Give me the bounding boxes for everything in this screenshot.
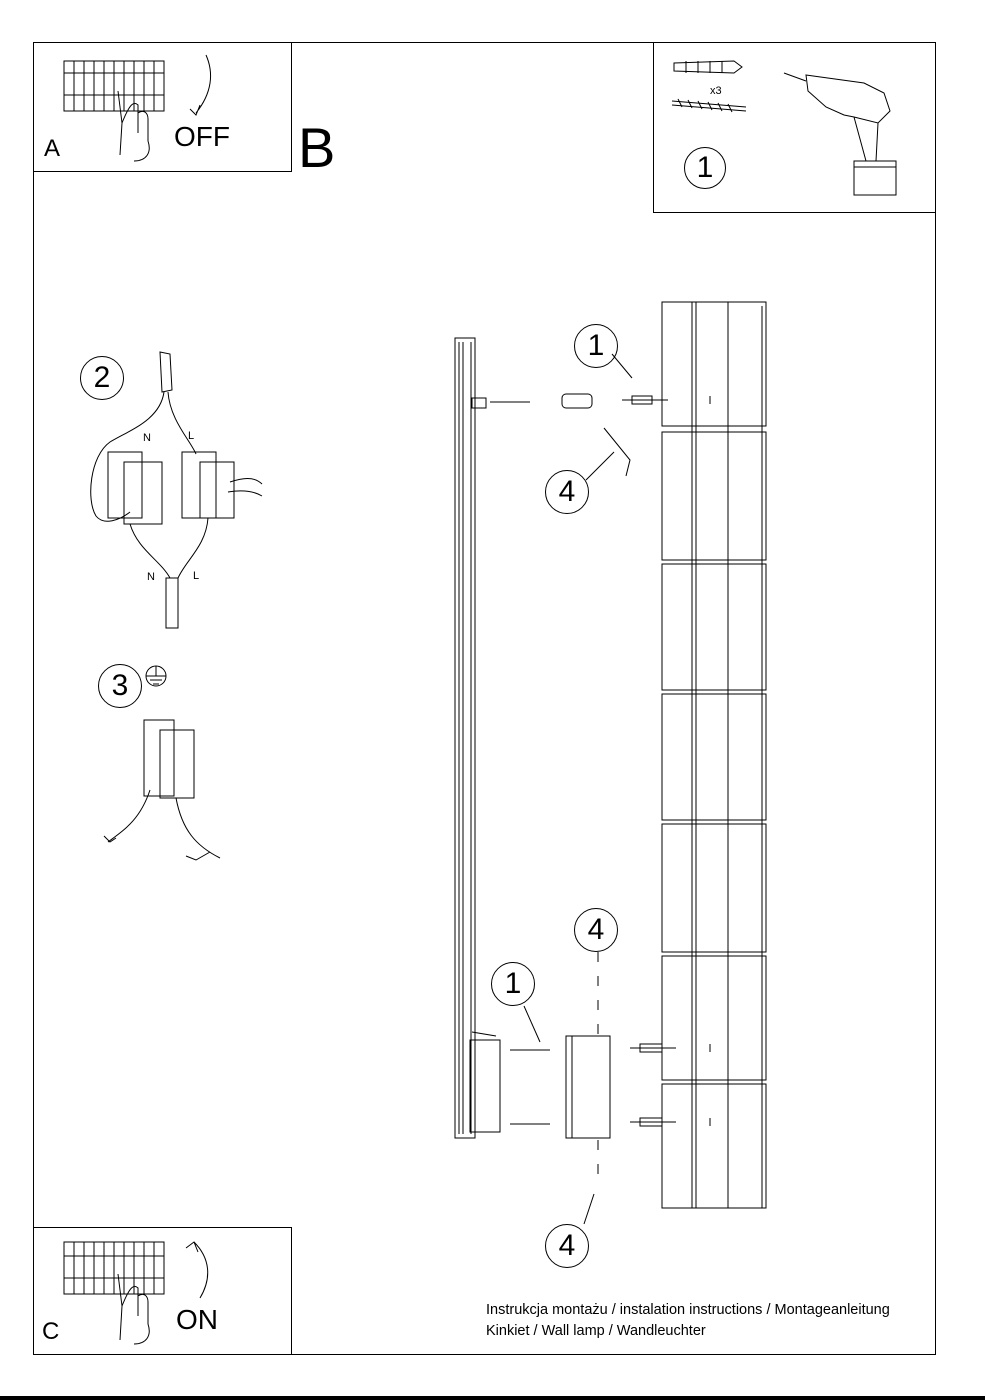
tools-step-number: 1 xyxy=(684,147,726,189)
top-mounting-hardware xyxy=(471,353,711,481)
panel-c-power-on: C ON xyxy=(33,1227,292,1355)
panel-c-letter: C xyxy=(42,1318,60,1345)
neutral-label-top: N xyxy=(143,432,151,444)
wall-lamp-body xyxy=(454,337,501,1139)
tools-panel: x3 1 xyxy=(653,42,936,213)
on-label: ON xyxy=(176,1304,218,1335)
bracket-bottom-callout: 4 xyxy=(545,1224,589,1268)
panel-a-power-off: A OFF xyxy=(33,42,292,172)
screw-top-callout: 1 xyxy=(574,324,618,368)
drill-and-screws-icon xyxy=(671,60,897,196)
live-label-bottom: L xyxy=(193,570,200,582)
live-label-top: L xyxy=(188,430,195,442)
panel-a-letter: A xyxy=(44,135,61,162)
ground-terminal-block xyxy=(103,665,221,861)
wiring-step-number: 2 xyxy=(80,356,124,400)
bottom-rule xyxy=(0,1396,985,1400)
wall-panels xyxy=(661,301,767,1209)
drawing-frame xyxy=(33,42,936,1355)
caption: Instrukcja montażu / instalation instruc… xyxy=(486,1300,890,1342)
caption-line-1: Instrukcja montażu / instalation instruc… xyxy=(486,1302,890,1318)
off-label: OFF xyxy=(174,121,230,152)
panel-b-letter: B xyxy=(298,116,336,179)
breaker-off-icon xyxy=(63,54,212,162)
screw-bottom-callout: 1 xyxy=(491,962,535,1006)
wiring-terminal-blocks xyxy=(90,351,263,629)
quantity-label: x3 xyxy=(710,85,722,97)
hook-top-callout: 4 xyxy=(545,470,589,514)
bottom-bracket-hardware xyxy=(510,952,711,1225)
breaker-on-icon xyxy=(63,1241,209,1345)
caption-line-2: Kinkiet / Wall lamp / Wandleuchter xyxy=(486,1323,706,1339)
neutral-label-bottom: N xyxy=(147,571,155,583)
bracket-top-callout: 4 xyxy=(574,908,618,952)
ground-step-number: 3 xyxy=(98,664,142,708)
